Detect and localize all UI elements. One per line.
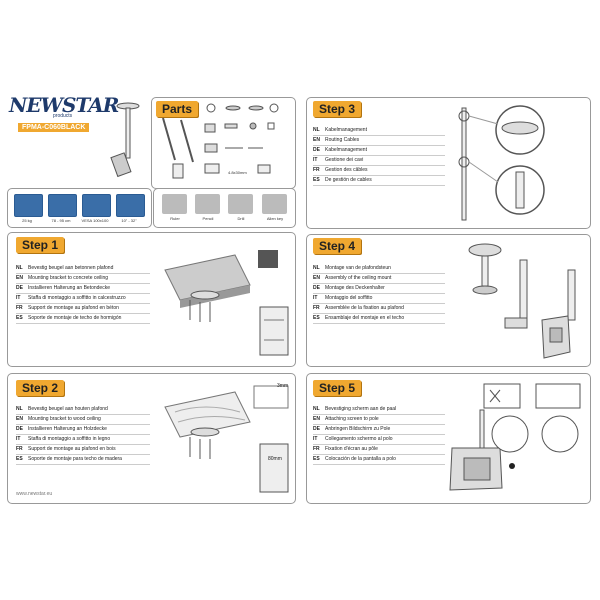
parts-title: Parts [156,101,199,117]
height-icon [48,194,77,217]
step4-illustration [468,243,576,359]
step2-title: Step 2 [16,380,65,396]
weight-icon [14,194,43,217]
step5-title: Step 5 [313,380,362,396]
parts-drawings [162,103,279,179]
spec-label-height: 78 - 95 cm [51,218,71,223]
step3-panel [306,97,591,229]
step1-illustration [164,250,289,356]
spec-label-weight: 25 kg [22,218,32,223]
step4-title: Step 4 [313,238,362,254]
tool-label-pencil: Pencil [202,216,214,221]
step2-illustration [164,385,289,493]
step5-illustration [449,383,581,491]
step3-title: Step 3 [313,101,362,117]
step1-title: Step 1 [16,237,65,253]
allen-key-icon [262,194,287,214]
tool-label-allen: Allen key [266,216,284,221]
product-illustration [110,102,140,178]
brand-sub: products [53,113,73,119]
brand-logo: NEWSTAR [9,93,119,117]
ruler-icon [162,194,187,214]
drill-icon [228,194,253,214]
tool-label-ruler: Ruler [170,216,180,221]
step3-illustration [458,105,545,221]
step2-label-drill-size: 3mm [277,383,289,389]
vesa-icon [82,194,111,217]
parts-size-label: 4.8x30mm [228,170,247,175]
footer-url: www.newstar.eu [16,491,53,497]
screen-size-icon [116,194,145,217]
spec-label-vesa: VESA 100x100 [81,218,109,223]
step2-label-screw-length: 80mm [268,456,282,462]
spec-label-screen: 10" - 32" [121,218,137,223]
tool-label-drill: Drill [237,216,245,221]
model-number: FPMA-C060BLACK [18,123,90,132]
pencil-icon [195,194,220,214]
step1-panel [7,232,296,367]
